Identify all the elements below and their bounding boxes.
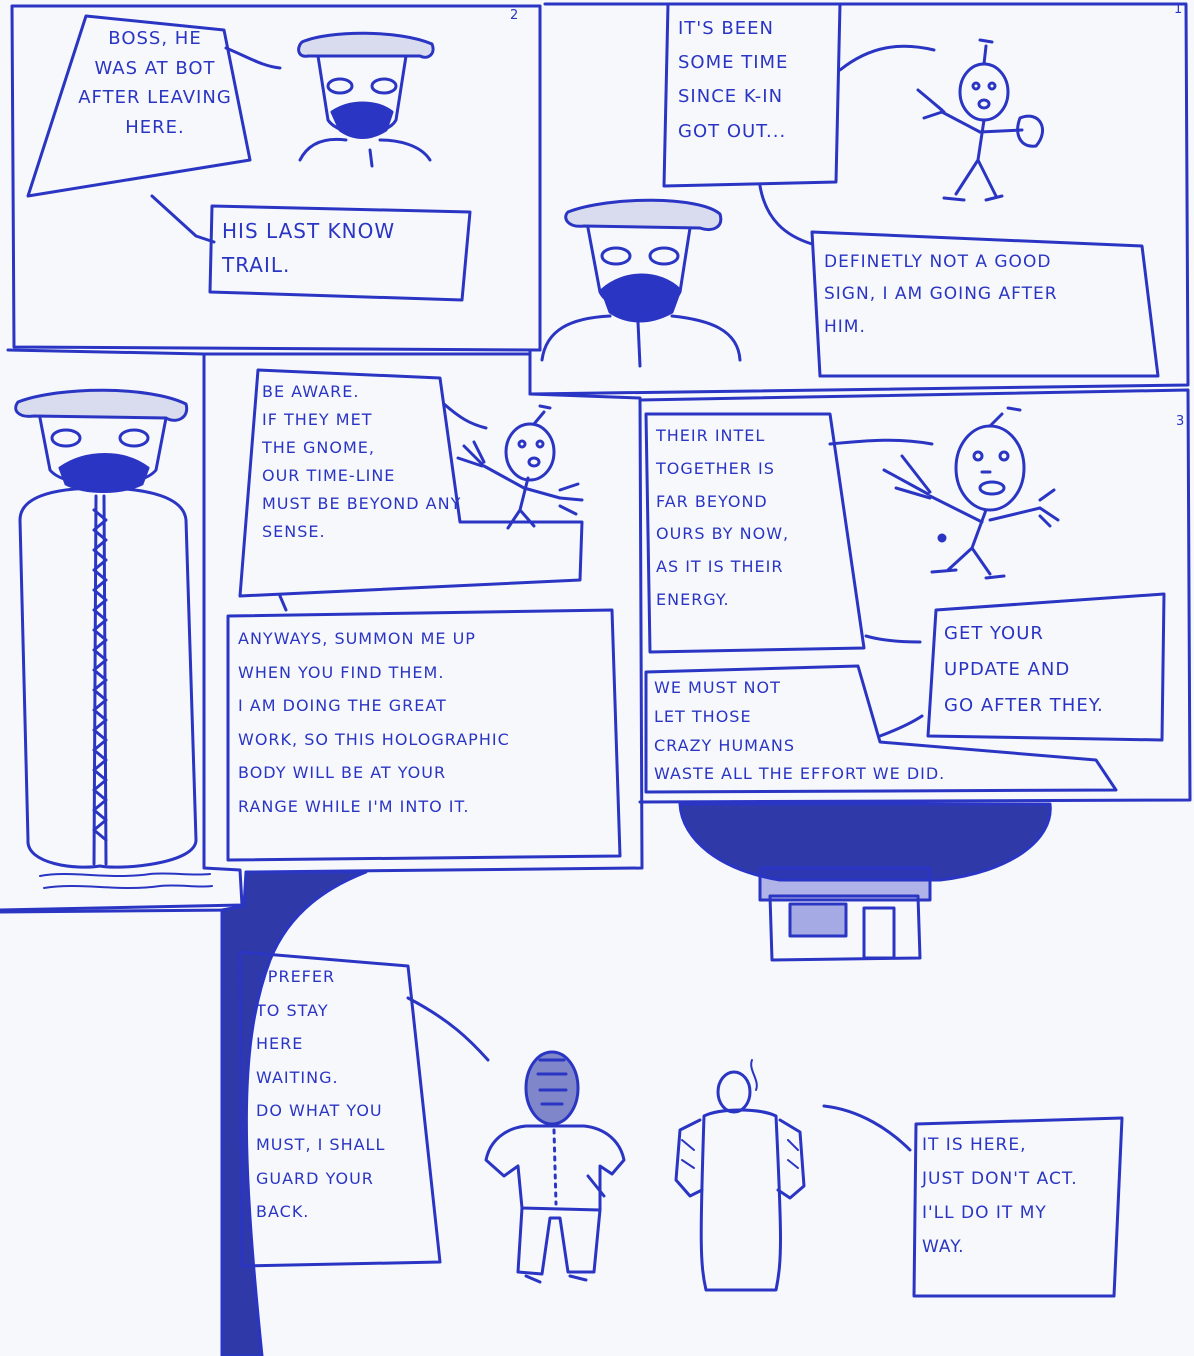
speech-tail bbox=[878, 714, 924, 738]
speech-bubble-text: We must not let those crazy humans waste… bbox=[654, 678, 946, 784]
speech-tail bbox=[278, 594, 288, 612]
boss-full-figure bbox=[14, 388, 213, 889]
caption-connector bbox=[150, 194, 216, 244]
speech-tail bbox=[442, 402, 488, 430]
speech-bubble-3-outline bbox=[810, 230, 1160, 378]
stick-figure-gnome-1 bbox=[916, 38, 1045, 202]
speech-bubble-text: Their intel together is far beyond ours … bbox=[656, 426, 790, 609]
speech-bubble-9-outline bbox=[238, 950, 442, 1268]
page-number: 1 bbox=[1174, 2, 1183, 17]
stick-figure-gnome-3 bbox=[882, 406, 1060, 580]
speech-tail bbox=[828, 438, 934, 446]
speech-bubble-text: It's been some time since K-in got out..… bbox=[678, 18, 789, 142]
speech-bubble-5-outline bbox=[226, 608, 622, 862]
speech-bubble-8-outline bbox=[644, 664, 1118, 794]
speech-bubble-text: Anyways, summon me up when you find them… bbox=[238, 629, 510, 816]
boss-head-small bbox=[297, 31, 435, 168]
robed-figure-back bbox=[674, 1059, 806, 1292]
page-number: 2 bbox=[510, 8, 519, 23]
speech-bubble-1-outline bbox=[26, 14, 252, 198]
panel-left-tall-border bbox=[0, 348, 244, 912]
panel-middle-center-border bbox=[202, 352, 644, 874]
speech-bubble-7-outline bbox=[926, 592, 1166, 742]
caption-text: His last know trail. bbox=[222, 219, 396, 277]
tree-house bbox=[678, 802, 1052, 962]
speech-bubble-6-outline bbox=[644, 412, 866, 654]
speech-bubble-10-outline bbox=[912, 1116, 1124, 1298]
speech-tail bbox=[822, 1104, 912, 1152]
speech-bubble-text: Boss, he was at bot after leaving here. bbox=[78, 28, 232, 139]
caption-box bbox=[208, 204, 472, 302]
speech-bubble-4-outline bbox=[238, 368, 584, 598]
bottom-divider bbox=[0, 908, 238, 914]
speech-bubble-text: I prefer to stay here waiting. Do what y… bbox=[256, 967, 386, 1222]
speech-tail bbox=[406, 996, 490, 1062]
panel-top-right-border bbox=[528, 2, 1190, 396]
speech-tail bbox=[224, 46, 282, 70]
speech-bubble-text: Definetly not a good sign, I am going af… bbox=[824, 252, 1058, 337]
page-number: 3 bbox=[1176, 414, 1185, 429]
warrior-figure bbox=[484, 1050, 626, 1284]
stick-figure-gnome-2 bbox=[456, 404, 584, 530]
speech-bubble-2-outline bbox=[662, 2, 842, 188]
tree-trunk bbox=[220, 870, 368, 1356]
speech-bubble-text: It is here, Just don't act. I'll do it m… bbox=[922, 1135, 1078, 1257]
boss-head-medium bbox=[540, 198, 742, 368]
speech-bubble-text: Get your update and go after they. bbox=[944, 623, 1104, 716]
panel-middle-right-border bbox=[638, 388, 1192, 804]
speech-tail bbox=[838, 44, 936, 72]
speech-tail bbox=[758, 184, 814, 246]
speech-bubble-text: Be aware. If they met the gnome, our tim… bbox=[262, 382, 462, 541]
speech-tail bbox=[864, 634, 922, 644]
